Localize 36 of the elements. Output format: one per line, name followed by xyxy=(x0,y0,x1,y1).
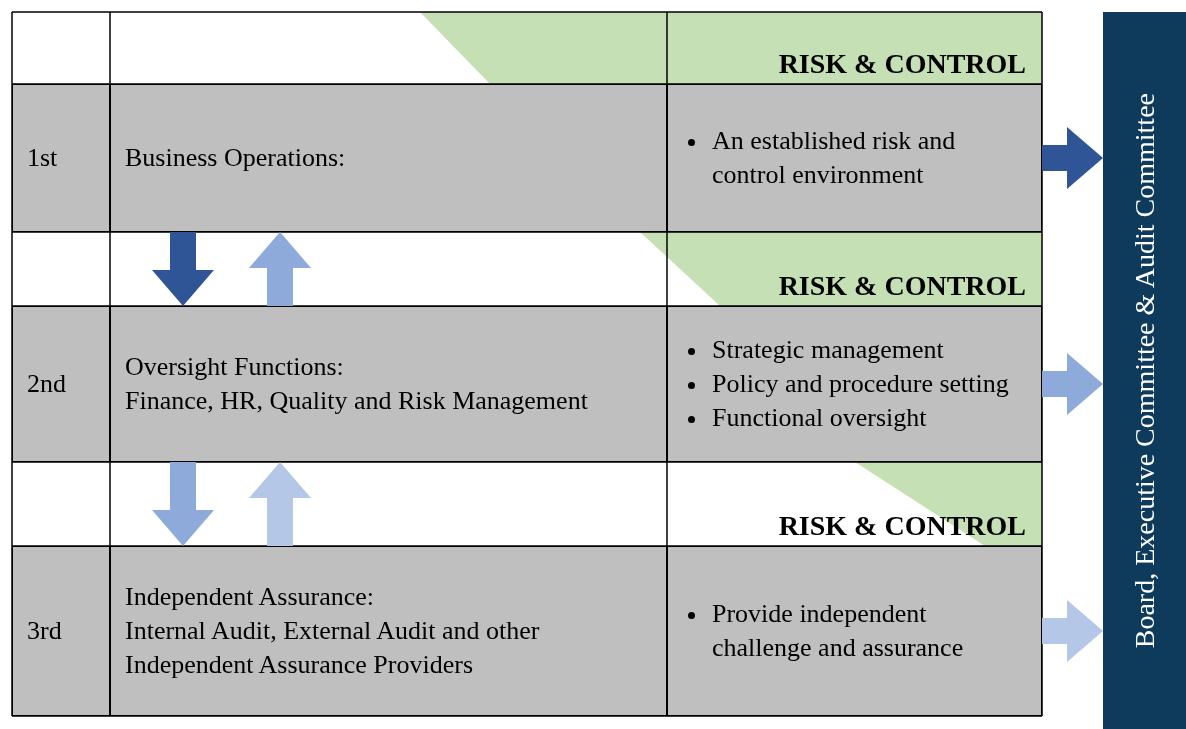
function-cell xyxy=(110,306,667,462)
risk-control-cell xyxy=(667,306,1042,462)
banner-heading: RISK & CONTROL xyxy=(778,270,1026,302)
block-arrow xyxy=(1042,353,1103,415)
block-arrow xyxy=(249,462,311,546)
function-cell xyxy=(110,84,667,232)
cell-heading: Oversight Functions: xyxy=(125,351,345,383)
line-number-cell xyxy=(12,546,110,716)
bullet-item: An established risk and control environment xyxy=(688,124,1027,192)
block-arrow xyxy=(152,232,214,306)
block-arrow xyxy=(1042,600,1103,662)
cell-heading: 2nd xyxy=(27,368,67,400)
bullet-item: Policy and procedure setting xyxy=(688,367,1027,401)
line-number-cell xyxy=(12,306,110,462)
risk-control-banner xyxy=(420,12,1042,84)
block-arrow xyxy=(249,232,311,306)
cell-heading: Business Operations: xyxy=(125,142,347,174)
band-title: Board, Executive Committee & Audit Committee xyxy=(1128,92,1161,649)
cell-text: Internal Audit, External Audit and other Independent Assurance Providers xyxy=(125,615,541,681)
line-number-cell xyxy=(12,84,110,232)
block-arrow xyxy=(152,462,214,546)
board-band xyxy=(1103,12,1186,729)
cell-heading: 1st xyxy=(27,142,59,174)
function-cell xyxy=(110,546,667,716)
banner-heading: RISK & CONTROL xyxy=(778,510,1026,542)
risk-control-cell xyxy=(667,84,1042,232)
risk-control-cell xyxy=(667,546,1042,716)
cell-heading: 3rd xyxy=(27,615,63,647)
block-arrow xyxy=(1042,127,1103,189)
bullet-item: Provide independent challenge and assurance xyxy=(688,597,1027,665)
bullet-item: Strategic management xyxy=(688,333,1027,367)
risk-control-banner xyxy=(640,232,1042,306)
cell-heading: Independent Assurance: xyxy=(125,581,376,613)
cell-text: Finance, HR, Quality and Risk Management xyxy=(125,385,589,417)
bullet-item: Functional oversight xyxy=(688,401,1027,435)
banner-heading: RISK & CONTROL xyxy=(778,48,1026,80)
